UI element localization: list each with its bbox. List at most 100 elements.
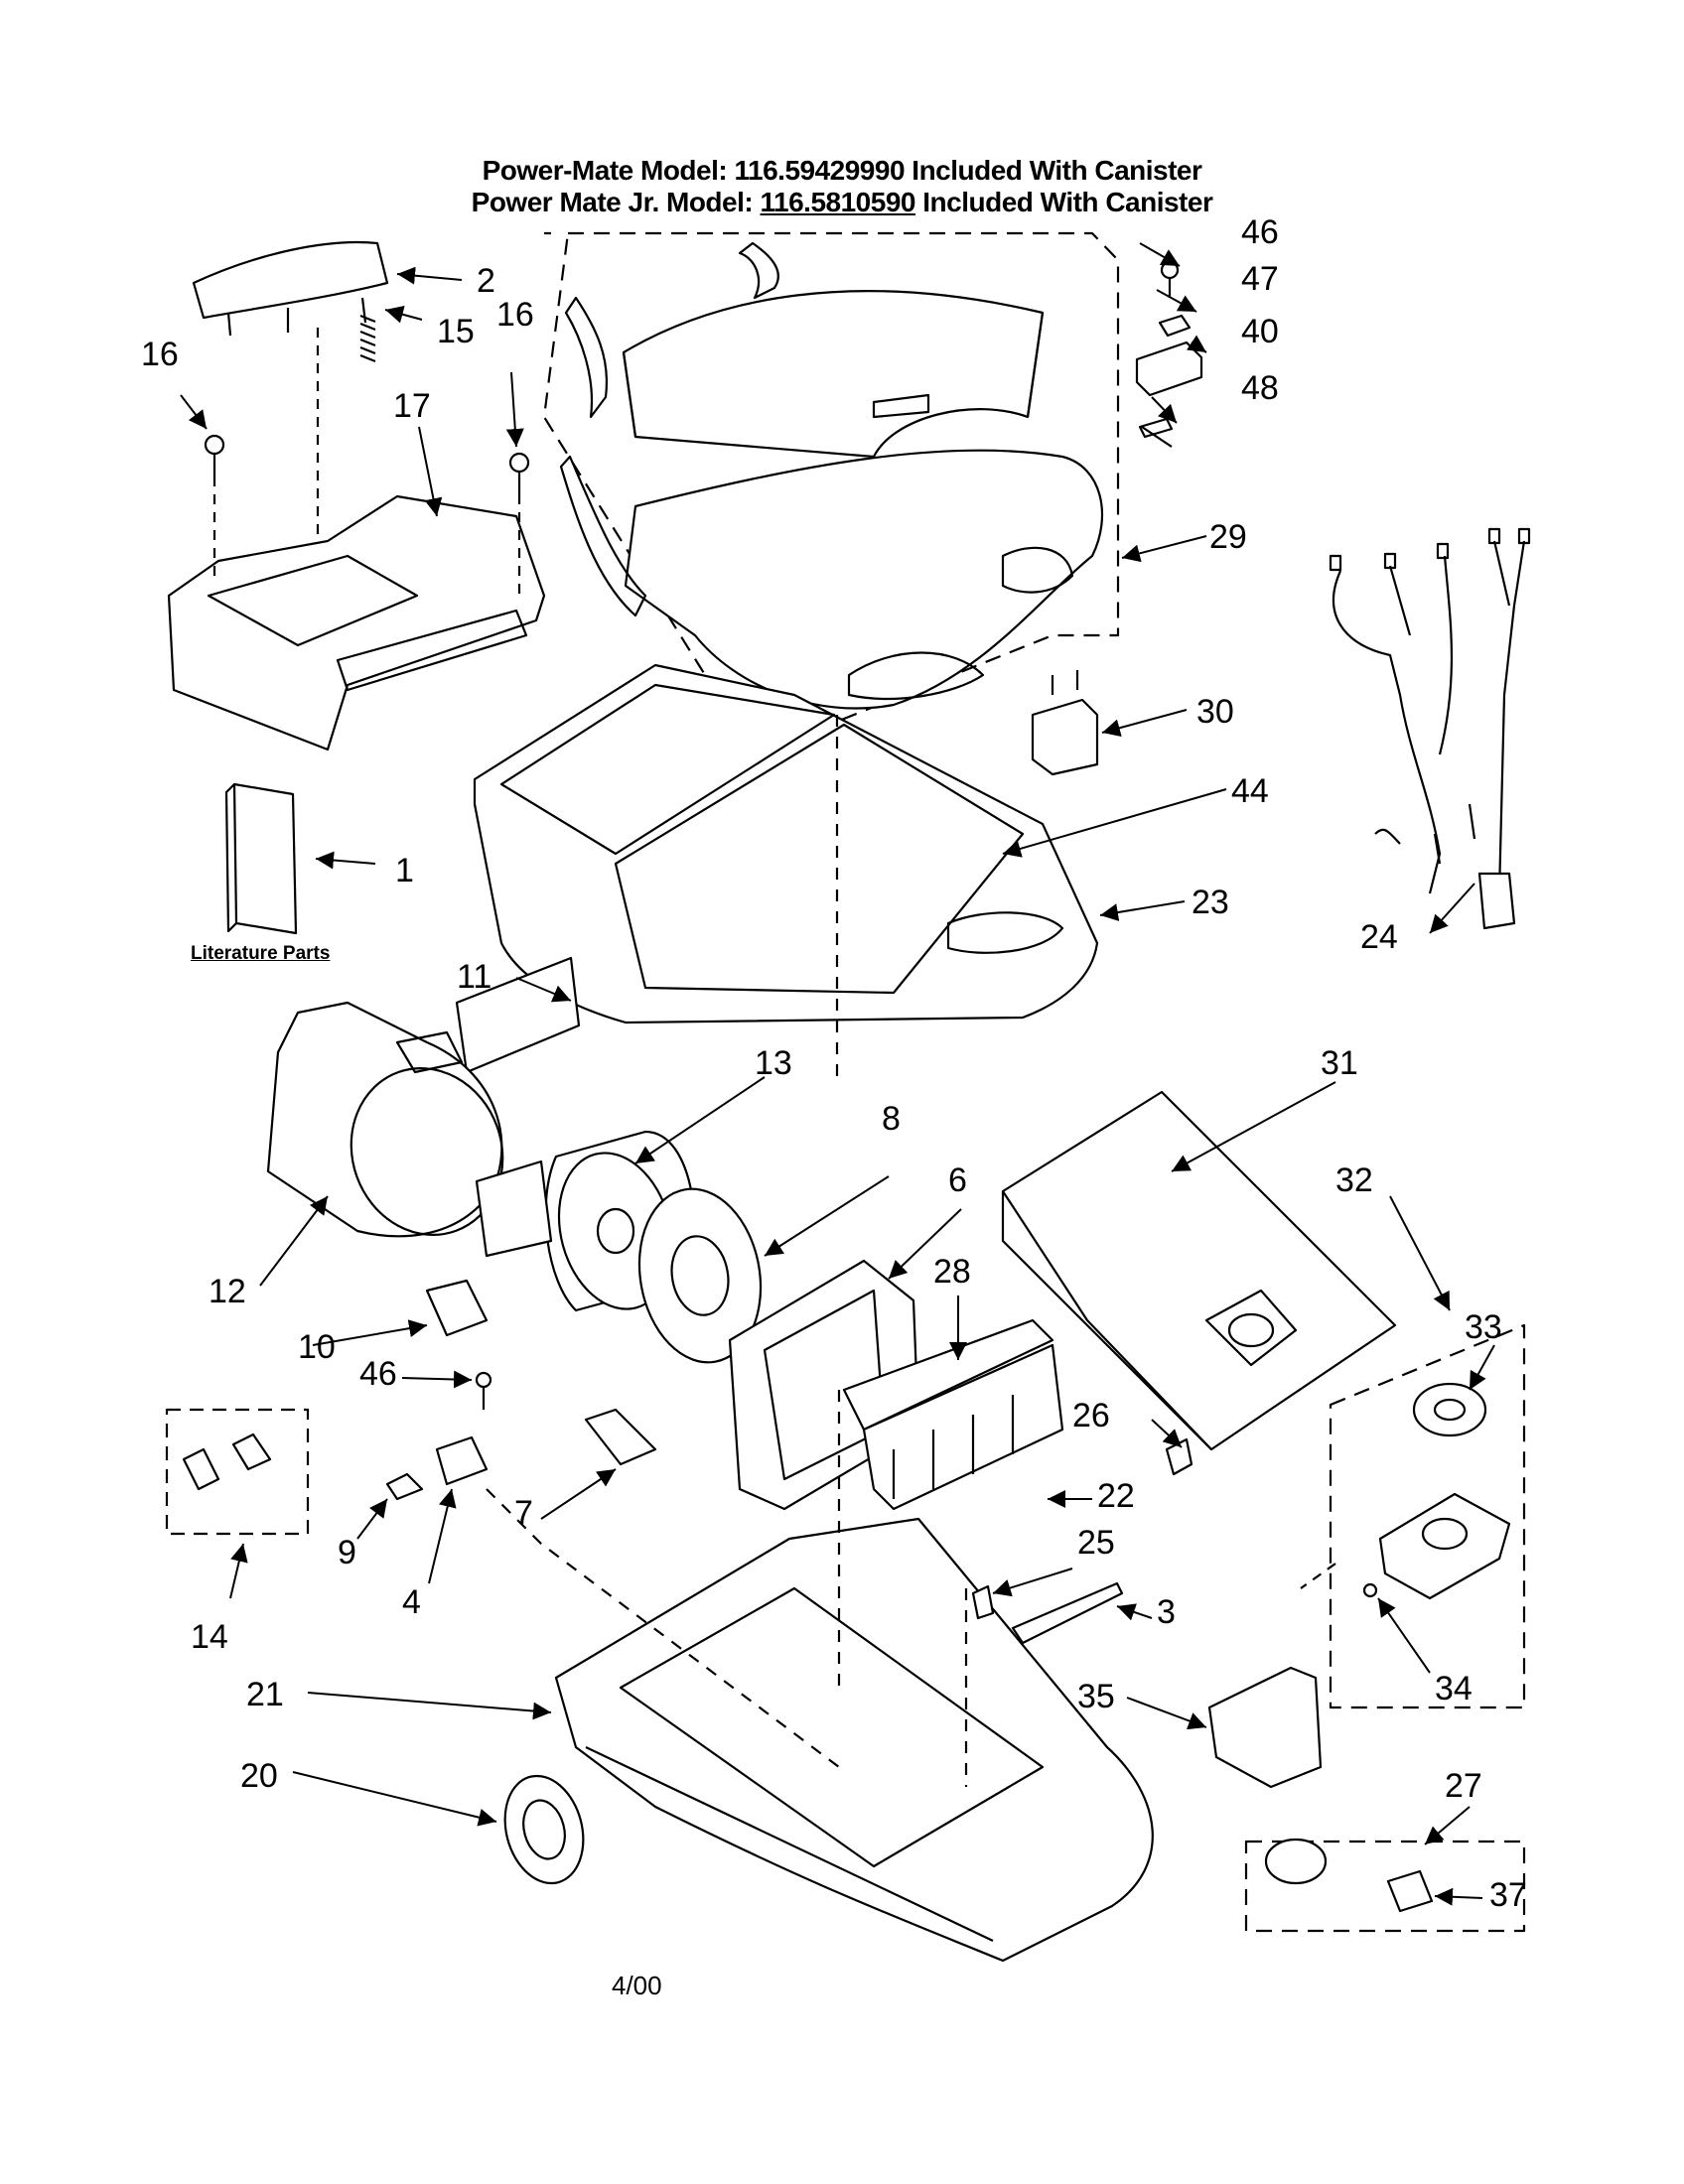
leader-24: [1429, 883, 1475, 934]
frame-right-window: [614, 723, 1025, 995]
part-21-canister-base: [554, 1517, 1154, 1963]
callout-47: 47: [1241, 260, 1279, 298]
callout-46-lower: 46: [359, 1355, 397, 1393]
assembly-path-right: [1300, 1563, 1336, 1589]
base-21-bottom-edge: [585, 1746, 994, 1942]
housing-12-ring: [350, 1067, 504, 1236]
callout-27: 27: [1445, 1767, 1482, 1805]
part-2-pad: [192, 240, 389, 320]
part-16-screw-left: [204, 434, 225, 477]
wheel-20-hub: [522, 1799, 566, 1860]
part-25-pin: [971, 1584, 995, 1620]
callout-16-left: 16: [141, 336, 179, 373]
literature-parts-label: Literature Parts: [191, 943, 331, 964]
callout-13: 13: [755, 1044, 792, 1082]
harness-terminals: [1374, 803, 1476, 865]
leader-34: [1377, 1597, 1431, 1674]
terminal-3: [1436, 542, 1450, 560]
leader-12: [259, 1195, 329, 1287]
callout-7: 7: [514, 1494, 533, 1532]
bag-31-fold: [1002, 1190, 1212, 1450]
leader-25: [992, 1568, 1073, 1597]
callout-34: 34: [1435, 1670, 1473, 1707]
leader-21: [307, 1692, 552, 1720]
part-27-reel: [1264, 1838, 1328, 1885]
part-1-literature-booklet: [232, 782, 298, 935]
callout-17: 17: [393, 387, 431, 425]
part-24-wire-harness: [1332, 540, 1526, 894]
part-8-gasket: [637, 1187, 763, 1364]
leader-46-lower: [401, 1370, 473, 1389]
callout-46-top: 46: [1241, 213, 1279, 251]
lower-housing-handle: [624, 449, 1104, 710]
leader-14: [229, 1543, 248, 1599]
callout-12: 12: [209, 1273, 246, 1310]
callout-16-right: 16: [496, 296, 534, 334]
motor-13-hub: [596, 1207, 635, 1255]
bag-31-collar: [1204, 1289, 1298, 1367]
part-46-screw-top: [1160, 260, 1180, 298]
diagram-title-line-1: Power-Mate Model: 116.59429990 Included …: [482, 155, 1202, 186]
part-40-switch: [1135, 341, 1203, 397]
part-35-bracket: [1207, 1666, 1323, 1789]
leader-10: [312, 1319, 428, 1346]
lid-hinge-left: [738, 241, 779, 300]
title-model-number: 116.5810590: [760, 187, 916, 217]
part-47-clip: [1158, 314, 1192, 338]
leader-7: [540, 1468, 617, 1520]
leader-6: [888, 1208, 962, 1280]
leader-32: [1389, 1195, 1451, 1311]
leader-37: [1434, 1887, 1483, 1906]
leader-47: [1156, 289, 1197, 313]
leader-15: [384, 306, 423, 324]
leader-13: [634, 1076, 766, 1164]
leader-1: [315, 851, 376, 870]
part-46-screw-lower: [475, 1371, 492, 1410]
part-22-filter-frame: [862, 1343, 1064, 1511]
part-4-block: [435, 1435, 489, 1486]
assembly-box-32: [1329, 1323, 1526, 1709]
frame-left-window: [499, 683, 836, 856]
leader-48: [1151, 396, 1178, 424]
callout-37: 37: [1489, 1876, 1527, 1914]
part-14-connector-b: [231, 1433, 272, 1471]
terminal-5: [1517, 527, 1531, 545]
leader-4: [428, 1488, 457, 1584]
leader-33: [1469, 1344, 1495, 1391]
bag-31-opening: [1227, 1312, 1275, 1348]
assembly-box-29: [542, 231, 1120, 756]
housing-round-opening: [1001, 546, 1074, 594]
callout-23: 23: [1192, 884, 1229, 921]
callout-9: 9: [338, 1534, 356, 1571]
part-7-clip: [584, 1408, 657, 1466]
callout-44: 44: [1231, 772, 1269, 810]
callout-10: 10: [298, 1328, 336, 1366]
harness-plug: [1477, 872, 1516, 930]
leader-26: [1151, 1419, 1183, 1448]
part-16-screw-right: [508, 452, 530, 494]
assembly-box-14: [165, 1408, 310, 1536]
leader-16-right: [505, 371, 524, 448]
callout-21: 21: [246, 1676, 284, 1713]
leader-35: [1126, 1697, 1207, 1730]
callout-labels: 1 2 3 4 6 7 8 9 10 11 12 13 14 15 16 16 …: [141, 213, 1527, 1914]
leader-40: [1187, 335, 1207, 353]
terminal-2: [1383, 552, 1397, 570]
callout-1: 1: [395, 852, 414, 889]
lid-edge: [622, 312, 1045, 438]
callout-35: 35: [1077, 1678, 1115, 1715]
callout-32: 32: [1335, 1161, 1373, 1199]
callout-6: 6: [948, 1161, 967, 1199]
callout-33: 33: [1465, 1308, 1502, 1346]
part-10-switch: [425, 1279, 489, 1337]
callout-4: 4: [402, 1583, 421, 1621]
booklet-spine: [224, 783, 237, 933]
callout-8: 8: [882, 1100, 901, 1138]
part-34-spring: [1362, 1582, 1378, 1598]
leader-29-connector: [1141, 426, 1173, 448]
leader-16-left: [180, 394, 208, 430]
housing-12-tab: [395, 1030, 464, 1074]
cover-17-window: [207, 554, 419, 647]
leader-46-top: [1139, 242, 1181, 267]
leader-31: [1171, 1081, 1336, 1172]
